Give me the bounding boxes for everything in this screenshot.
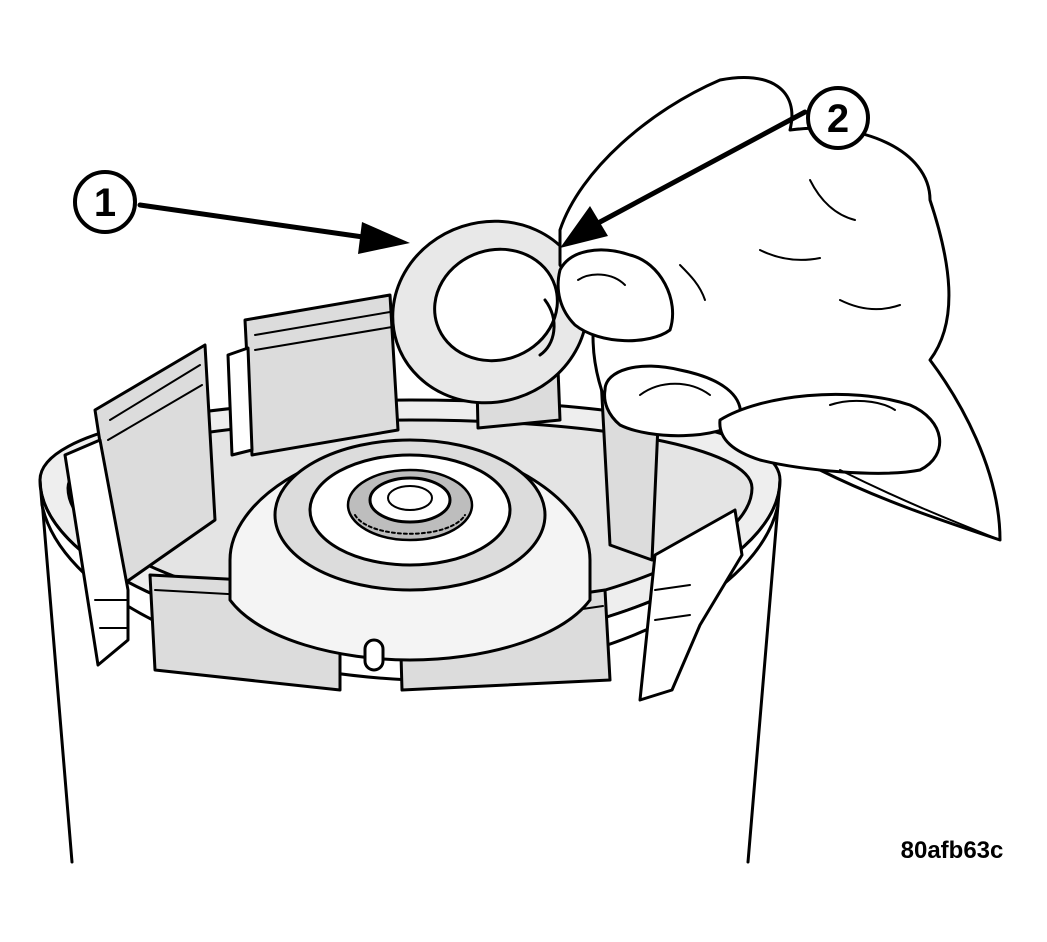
figure-id-label: 80afb63c <box>901 837 1004 864</box>
callout-1-number: 1 <box>94 181 116 225</box>
hand <box>556 75 1002 542</box>
thrust-washer <box>391 219 589 405</box>
callout-1: 1 <box>73 170 137 234</box>
callout-2-number: 2 <box>827 97 849 141</box>
callout-2: 2 <box>806 86 870 150</box>
leader-lines <box>137 109 808 254</box>
arrow-head-2 <box>560 206 608 248</box>
center-hub <box>228 438 592 672</box>
arrow-head-1 <box>358 222 410 254</box>
